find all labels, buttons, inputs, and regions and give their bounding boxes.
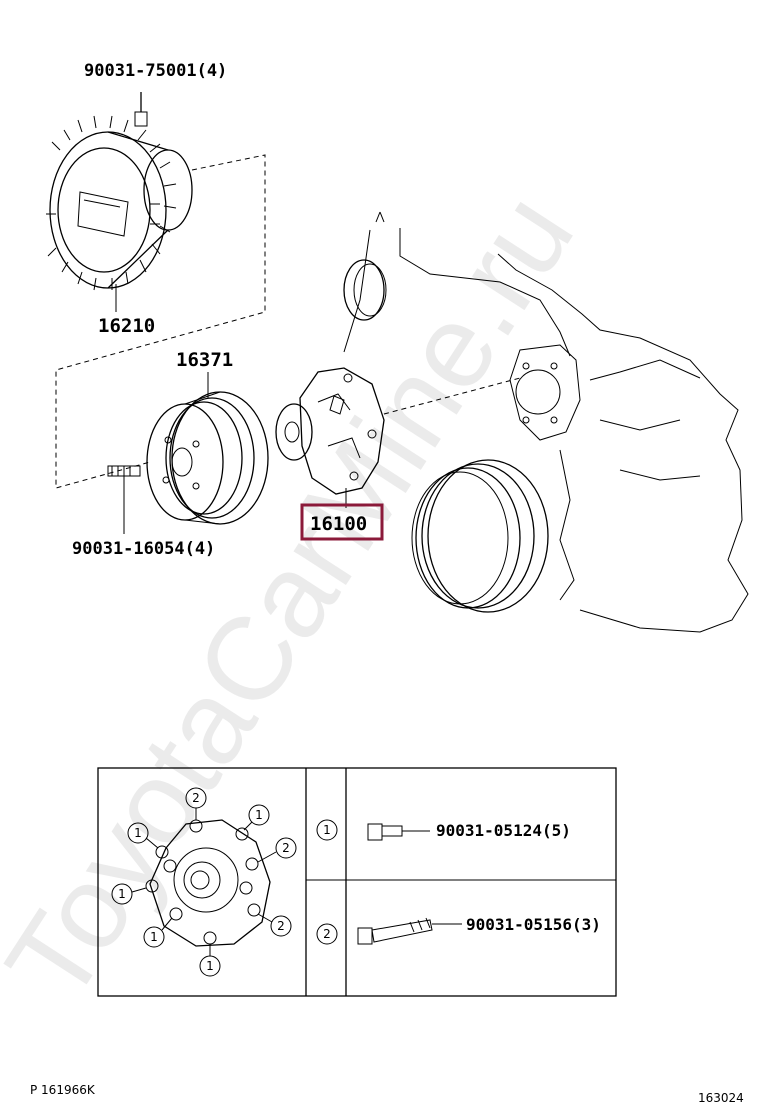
label-fan-clutch: 16210 xyxy=(98,315,155,337)
dashed-leader-fan xyxy=(55,154,266,489)
hole-marker-2: 1 xyxy=(255,808,263,822)
hole-marker-3: 1 xyxy=(134,826,142,840)
hole-marker-4: 2 xyxy=(282,841,290,855)
label-pulley: 16371 xyxy=(176,349,233,371)
hole-marker-8: 1 xyxy=(206,959,214,973)
label-stud: 90031-16054(4) xyxy=(72,539,215,559)
pulley-drawing xyxy=(107,372,269,534)
engine-block-drawing xyxy=(343,211,749,633)
row1-marker: 1 xyxy=(323,823,331,837)
footer-right-code: 163024 xyxy=(698,1091,744,1105)
dashed-leader-pump xyxy=(383,377,521,415)
bolt-table: 2 1 1 2 1 2 1 1 1 90031-05124(5) 2 90031… xyxy=(97,767,617,997)
footer-left-code: P 161966K xyxy=(30,1083,96,1097)
row1-part-number[interactable]: 90031-05124(5) xyxy=(436,821,571,840)
hole-marker-1: 2 xyxy=(192,791,200,805)
water-pump-drawing xyxy=(275,367,385,508)
hole-marker-5: 1 xyxy=(118,887,126,901)
highlight-box-water-pump xyxy=(300,503,384,541)
hole-marker-7: 1 xyxy=(150,930,158,944)
bolt-short-icon xyxy=(367,823,430,841)
fan-clutch-drawing xyxy=(46,92,193,312)
hole-marker-6: 2 xyxy=(277,919,285,933)
label-nut-top: 90031-75001(4) xyxy=(84,61,227,81)
bolt-long-icon xyxy=(357,917,462,945)
row2-marker: 2 xyxy=(323,927,331,941)
row2-part-number[interactable]: 90031-05156(3) xyxy=(466,915,601,934)
watermark: ToyotaCarMine.ru xyxy=(0,171,599,1024)
label-water-pump[interactable]: 16100 xyxy=(310,513,367,535)
